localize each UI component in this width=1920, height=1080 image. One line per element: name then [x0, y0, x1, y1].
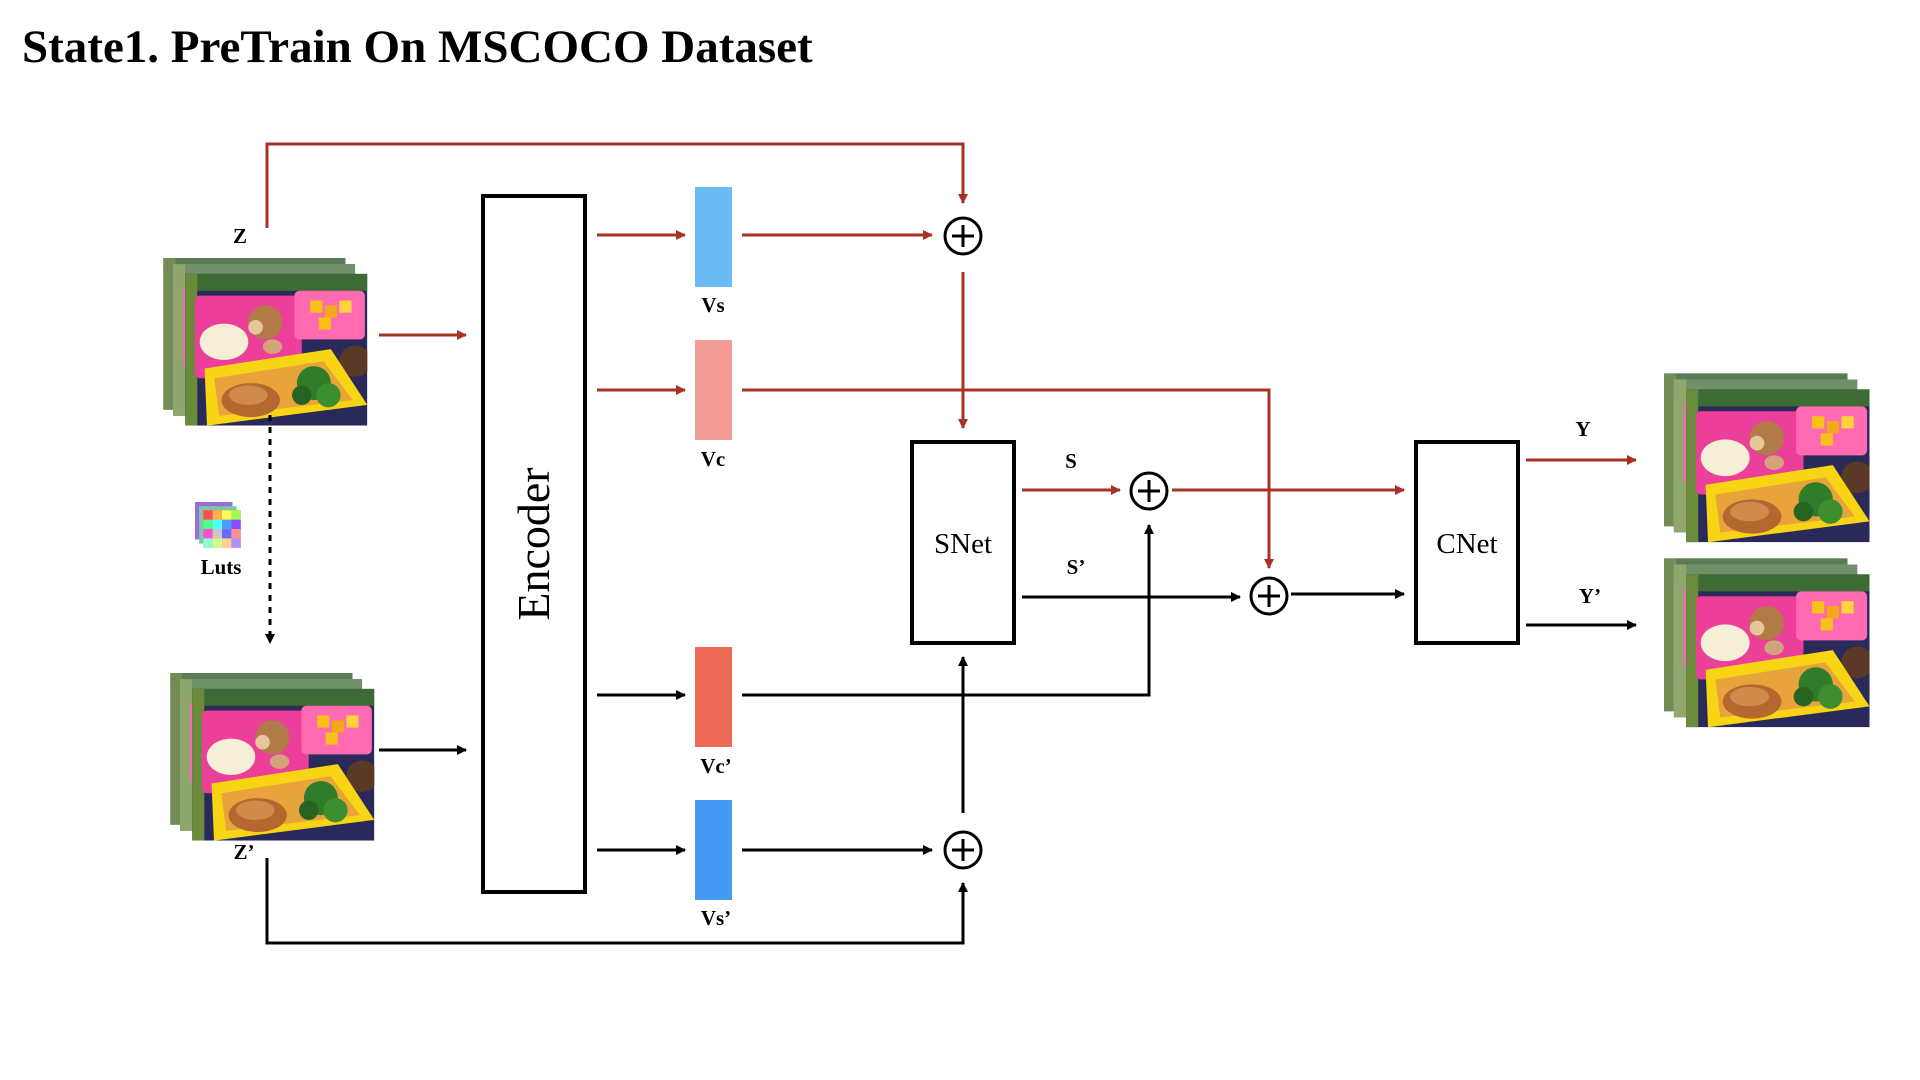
cnet-label: CNet	[1436, 528, 1497, 560]
vs-feature-bar	[695, 187, 732, 287]
arrow-z-skip	[265, 142, 968, 228]
snet-block	[910, 440, 1016, 645]
vs-prime-feature-bar	[695, 800, 732, 900]
snet-label: SNet	[934, 528, 992, 560]
label-vc: Vc	[701, 447, 726, 471]
diagram-title: State1. PreTrain On MSCOCO Dataset	[22, 21, 813, 73]
label-vs: Vs	[701, 293, 724, 317]
label-z: Z	[233, 224, 247, 248]
vc-feature-bar	[695, 340, 732, 440]
output-image-y	[1664, 373, 1873, 542]
label-y: Y	[1575, 417, 1590, 441]
arrow-vc-to-sum	[742, 388, 1274, 569]
label-s: S	[1065, 449, 1077, 473]
encoder-label: Encoder	[508, 467, 559, 620]
label-vs-prime: Vs’	[701, 906, 731, 930]
label-y-prime: Y’	[1579, 584, 1601, 608]
input-image-z-prime	[170, 673, 378, 841]
input-image-z	[163, 258, 371, 426]
label-luts: Luts	[201, 555, 242, 579]
cnet-block	[1414, 440, 1520, 645]
sum-node-s-prime-vc	[1249, 576, 1289, 616]
label-s-prime: S’	[1067, 555, 1086, 579]
arrow-z-prime-skip	[265, 858, 968, 945]
encoder-block	[481, 194, 587, 894]
luts-icon	[195, 502, 241, 548]
label-vc-prime: Vc’	[700, 754, 731, 778]
vc-prime-feature-bar	[695, 647, 732, 747]
arrow-vc-prime-to-sum	[742, 524, 1154, 697]
sum-node-vs-prime-z-prime	[943, 830, 983, 870]
output-image-y-prime	[1664, 558, 1873, 727]
sum-node-vs-z	[943, 216, 983, 256]
label-z-prime: Z’	[234, 840, 255, 864]
sum-node-s-vc-prime	[1129, 471, 1169, 511]
